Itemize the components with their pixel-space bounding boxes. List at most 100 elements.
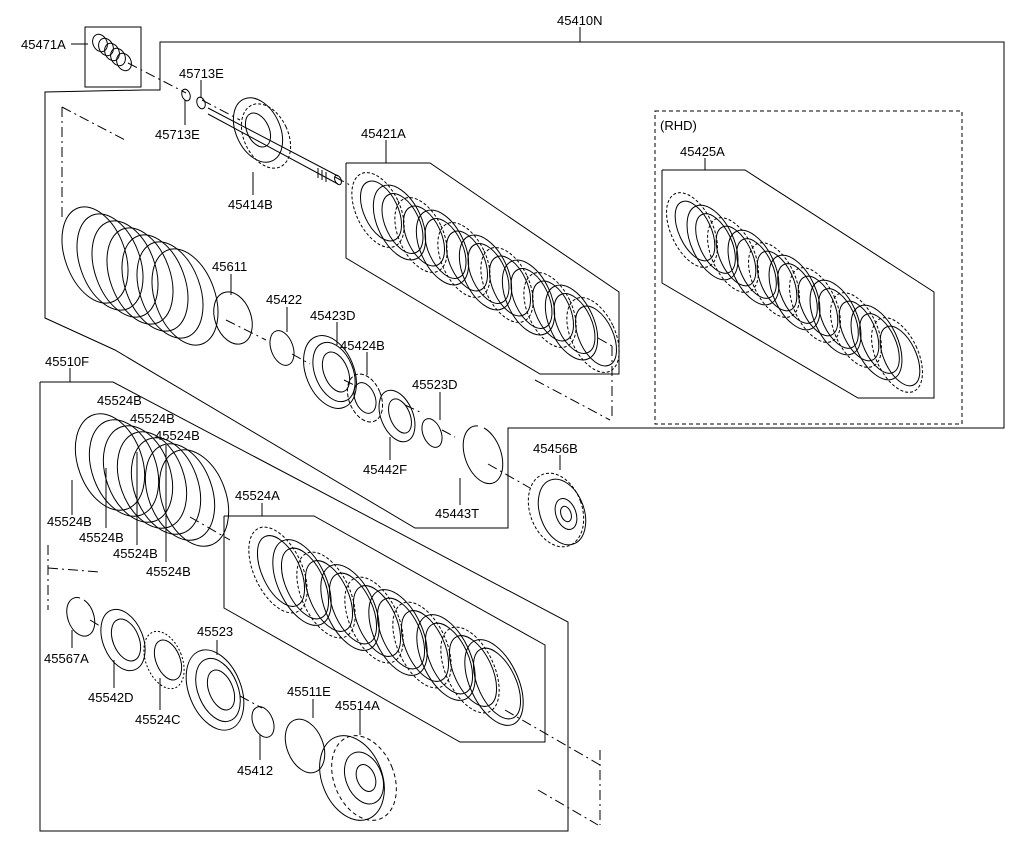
clutch-plate — [850, 304, 903, 381]
snap-ring — [91, 220, 159, 318]
snap-ring — [116, 431, 188, 529]
label-45514A: 45514A — [335, 698, 380, 713]
snap-ring — [76, 213, 144, 311]
snap-ring — [102, 425, 174, 523]
assembly-outlines — [39, 26, 1005, 832]
label-45442F: 45442F — [363, 462, 407, 477]
clutch-plate — [351, 172, 405, 248]
part-45514A-drum — [319, 735, 397, 821]
clutch-plate-inner — [381, 193, 424, 254]
clutch-plate — [296, 551, 356, 639]
part-45421A-clutch-pack — [351, 172, 620, 373]
clutch-plate — [544, 284, 599, 361]
clutch-plate — [458, 234, 513, 311]
clutch-pack-45425A-outline — [661, 169, 935, 399]
clutch-plate — [344, 576, 404, 664]
clutch-plate-inner — [736, 238, 777, 299]
clutch-plate — [480, 247, 534, 323]
clutch-plate-inner — [424, 218, 467, 279]
snap-ring — [121, 234, 189, 332]
group-45510F-outline — [39, 381, 569, 832]
clutch-plate-inner — [859, 313, 900, 374]
rhd-box — [654, 110, 963, 425]
clutch-plate-inner — [695, 213, 736, 274]
part-45442F-plate — [378, 389, 416, 443]
snap-ring — [151, 248, 219, 346]
clutch-plate — [789, 267, 841, 343]
clutch-plate-inner — [467, 243, 510, 304]
spring-box-45471A — [84, 26, 142, 88]
label-45524B-1: 45524B — [97, 393, 142, 408]
snap-ring — [144, 443, 216, 541]
clutch-plate-inner — [838, 300, 880, 362]
label-45713E-top: 45713E — [179, 66, 224, 81]
snap-ring — [61, 206, 129, 304]
snap-ring — [74, 413, 146, 511]
part-snap-rings-upper — [61, 206, 219, 346]
clutch-plate-inner — [359, 180, 403, 242]
label-45456B: 45456B — [533, 441, 578, 456]
part-45542D-plate — [100, 608, 146, 672]
label-45423D: 45423D — [310, 308, 356, 323]
part-45567A-snap-ring — [66, 597, 96, 637]
label-45471A: 45471A — [21, 37, 66, 52]
part-45511E-ring — [284, 718, 326, 774]
clutch-plate-inner — [715, 225, 757, 287]
part-45524A-clutch-pack — [248, 526, 524, 726]
label-45421A: 45421A — [361, 126, 406, 141]
snap-ring — [88, 419, 160, 517]
part-45414B-shaft — [207, 97, 342, 186]
label-45422: 45422 — [266, 292, 302, 307]
clutch-plate — [871, 317, 923, 393]
label-45524B-7: 45524B — [146, 564, 191, 579]
clutch-plate — [464, 639, 524, 726]
clutch-plate-inner — [445, 230, 489, 292]
part-45456B-gear — [527, 472, 587, 548]
part-45523-piston — [185, 649, 245, 731]
snap-ring — [130, 437, 202, 535]
label-45414B: 45414B — [228, 197, 273, 212]
clutch-plate-inner — [510, 268, 553, 329]
label-45524C: 45524C — [135, 712, 181, 727]
part-45425A-clutch-pack — [666, 192, 923, 393]
clutch-plate-inner — [756, 250, 798, 312]
part-45443T-snap-ring — [462, 425, 504, 485]
part-45611-ring — [213, 291, 253, 345]
clutch-plate — [394, 197, 448, 273]
label-45524B-6: 45524B — [113, 546, 158, 561]
label-45412: 45412 — [237, 763, 273, 778]
label-45523D: 45523D — [412, 377, 458, 392]
label-45567A: 45567A — [44, 651, 89, 666]
clutch-plate — [666, 192, 718, 268]
label-45511E: 45511E — [287, 684, 331, 699]
clutch-plate — [727, 229, 780, 306]
part-45422-ring — [269, 330, 295, 366]
part-45423D-piston — [303, 335, 357, 409]
snap-ring — [136, 241, 204, 339]
clutch-plate — [768, 254, 821, 331]
label-45524A: 45524A — [235, 488, 280, 503]
label-45524B-3: 45524B — [155, 428, 200, 443]
part-45412-ring — [251, 706, 275, 738]
label-45424B: 45424B — [340, 338, 385, 353]
clutch-plate — [440, 626, 500, 714]
clutch-plate-inner — [879, 325, 921, 387]
clutch-plate-inner — [448, 635, 498, 707]
clutch-plate — [415, 209, 470, 286]
clutch-plate — [566, 297, 620, 373]
clutch-plate — [392, 601, 452, 689]
clutch-plate-inner — [797, 275, 839, 337]
group-45410N-outline — [44, 41, 1005, 529]
label-45524B-2: 45524B — [130, 411, 175, 426]
clutch-plate — [248, 526, 308, 614]
label-45425A: 45425A — [680, 144, 725, 159]
part-45524B-snap-rings — [74, 413, 230, 547]
snap-ring — [106, 227, 174, 325]
clutch-plate-inner — [777, 263, 818, 324]
part-45524C-gear — [143, 630, 185, 690]
label-45713E-bottom: 45713E — [155, 127, 200, 142]
label-45510F: 45510F — [45, 354, 89, 369]
clutch-plate-inner — [488, 255, 532, 317]
snap-ring — [158, 449, 230, 547]
center-lines — [47, 62, 613, 826]
